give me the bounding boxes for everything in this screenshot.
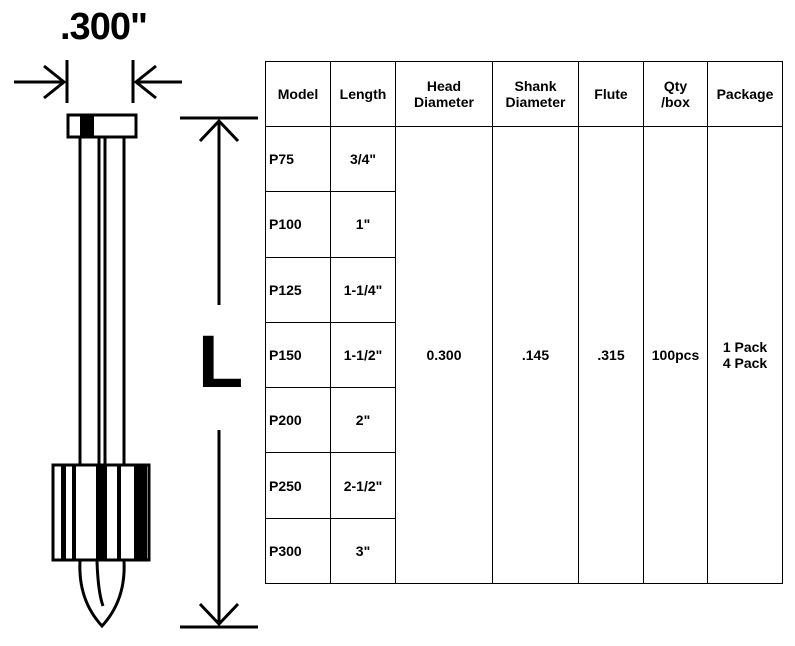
cell-length: 2-1/2": [330, 452, 396, 519]
cell-model: P150: [265, 321, 331, 389]
cell-shank-diameter: .145: [492, 126, 579, 584]
length-dimension: [180, 116, 258, 629]
cell-model: P250: [265, 452, 331, 519]
pin-tip: [78, 560, 126, 629]
cell-length: 1-1/4": [330, 256, 396, 323]
header-package: Package: [707, 61, 783, 127]
cell-model: P200: [265, 387, 331, 454]
cell-model: P75: [265, 125, 331, 193]
header-length: Length: [330, 61, 396, 127]
header-model: Model: [265, 61, 331, 127]
cell-length: 3": [330, 517, 396, 585]
pin-shank: [78, 137, 126, 466]
cell-length: 1-1/2": [330, 321, 396, 389]
header-head-diameter: Head Diameter: [395, 61, 493, 127]
pin-head: [66, 113, 138, 139]
cell-model: P125: [265, 256, 331, 323]
cell-length: 1": [330, 191, 396, 258]
header-shank-diameter: Shank Diameter: [492, 61, 579, 127]
cell-length: 2": [330, 387, 396, 454]
header-qty-box: Qty /box: [643, 61, 708, 127]
pin-diagram: [14, 60, 258, 629]
cell-model: P100: [265, 191, 331, 258]
head-diameter-label: .300": [60, 6, 148, 48]
cell-length: 3/4": [330, 125, 396, 193]
cell-head-diameter: 0.300: [395, 126, 493, 584]
cell-package: 1 Pack 4 Pack: [707, 126, 783, 584]
head-dimension-arrows: [14, 60, 182, 103]
cell-flute: .315: [578, 126, 644, 584]
cell-model: P300: [265, 517, 331, 585]
fluted-washer: [51, 463, 151, 562]
cell-qty-box: 100pcs: [643, 126, 708, 584]
header-flute: Flute: [578, 61, 644, 127]
length-label: L: [194, 325, 248, 399]
